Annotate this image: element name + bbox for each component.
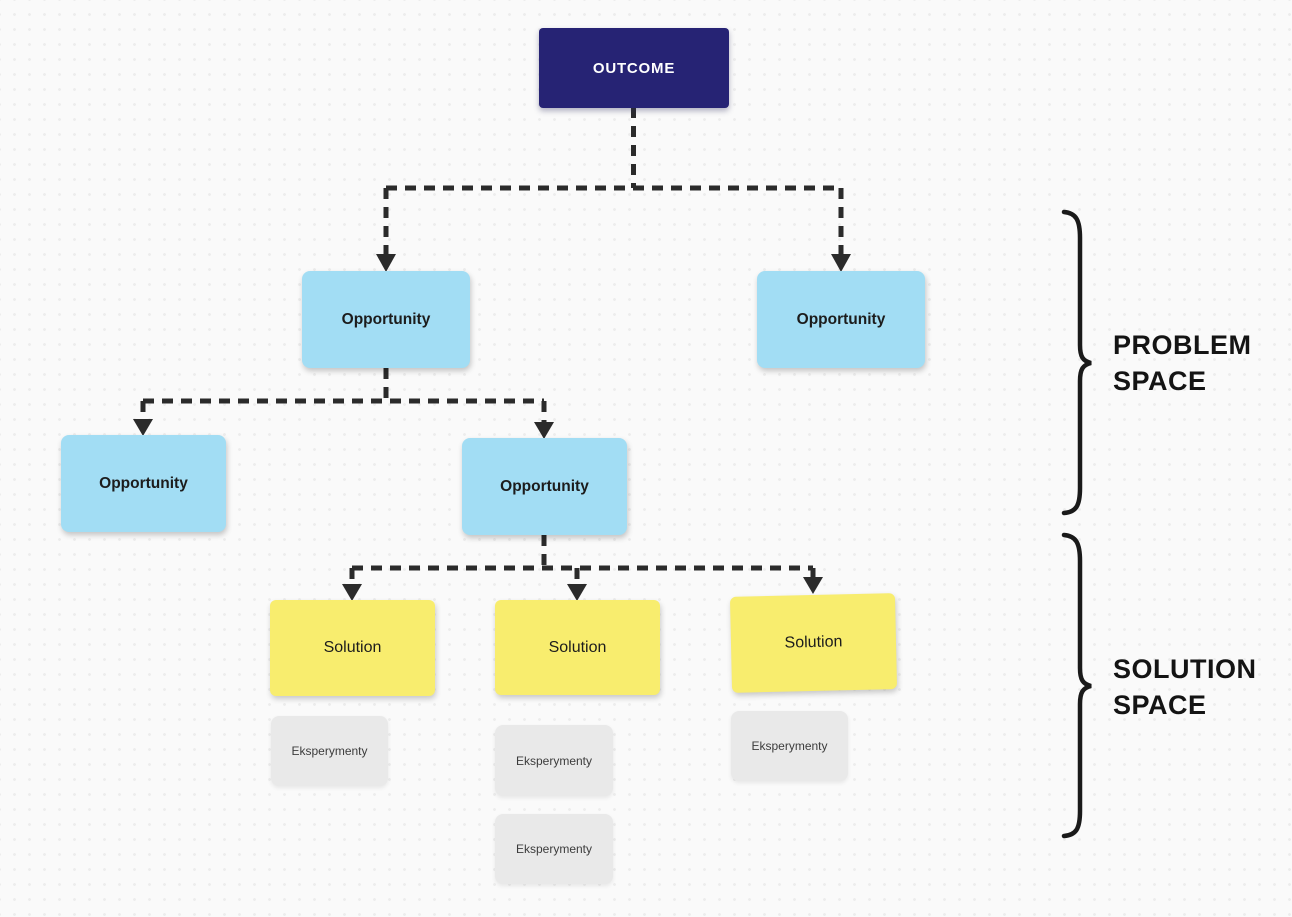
arrowhead-icon [342, 584, 362, 601]
problem-space-line2: SPACE [1113, 366, 1207, 396]
connector-outcome-to-opportunities [383, 107, 844, 255]
outcome-node[interactable]: OUTCOME [539, 28, 729, 108]
solution-node-2[interactable]: Solution [495, 600, 660, 695]
opportunity-label: Opportunity [341, 310, 431, 328]
arrowhead-icon [376, 254, 396, 272]
outcome-label: OUTCOME [592, 59, 676, 77]
solution-label: Solution [784, 633, 843, 652]
problem-space-brace-icon [1061, 209, 1092, 516]
experiment-label: Eksperymenty [515, 842, 593, 856]
solution-node-3[interactable]: Solution [729, 593, 898, 693]
opportunity-label: Opportunity [99, 474, 188, 492]
solution-space-label: SOLUTION SPACE [1113, 651, 1257, 723]
experiment-node-2[interactable]: Eksperymenty [495, 725, 613, 796]
solution-label: Solution [323, 639, 382, 656]
opportunity-label: Opportunity [500, 477, 589, 495]
experiment-label: Eksperymenty [515, 753, 593, 768]
experiment-label: Eksperymenty [751, 739, 828, 753]
opportunity-node-1[interactable]: Opportunity [302, 271, 470, 368]
connector-opportunity-to-subopportunities [140, 368, 547, 423]
opportunity-node-3[interactable]: Opportunity [61, 435, 226, 532]
solution-space-brace-icon [1061, 532, 1092, 839]
experiment-node-4[interactable]: Eksperymenty [731, 711, 848, 781]
problem-space-line1: PROBLEM [1113, 330, 1252, 360]
problem-space-label: PROBLEM SPACE [1113, 327, 1252, 399]
experiment-node-1[interactable]: Eksperymenty [271, 716, 388, 786]
arrowhead-icon [803, 577, 823, 594]
experiment-node-3[interactable]: Eksperymenty [495, 814, 613, 884]
opportunity-node-4[interactable]: Opportunity [462, 438, 627, 535]
opportunity-node-2[interactable]: Opportunity [757, 271, 925, 368]
solution-space-line2: SPACE [1113, 690, 1207, 720]
arrowhead-icon [831, 254, 851, 272]
connector-opportunity-to-solutions [349, 535, 816, 585]
solution-node-1[interactable]: Solution [270, 600, 435, 696]
arrowhead-icon [567, 584, 587, 601]
arrowhead-icon [133, 419, 153, 436]
solution-label: Solution [548, 638, 607, 656]
opportunity-label: Opportunity [796, 310, 886, 328]
arrowhead-icon [534, 422, 554, 439]
experiment-label: Eksperymenty [291, 744, 368, 758]
solution-space-line1: SOLUTION [1113, 654, 1257, 684]
